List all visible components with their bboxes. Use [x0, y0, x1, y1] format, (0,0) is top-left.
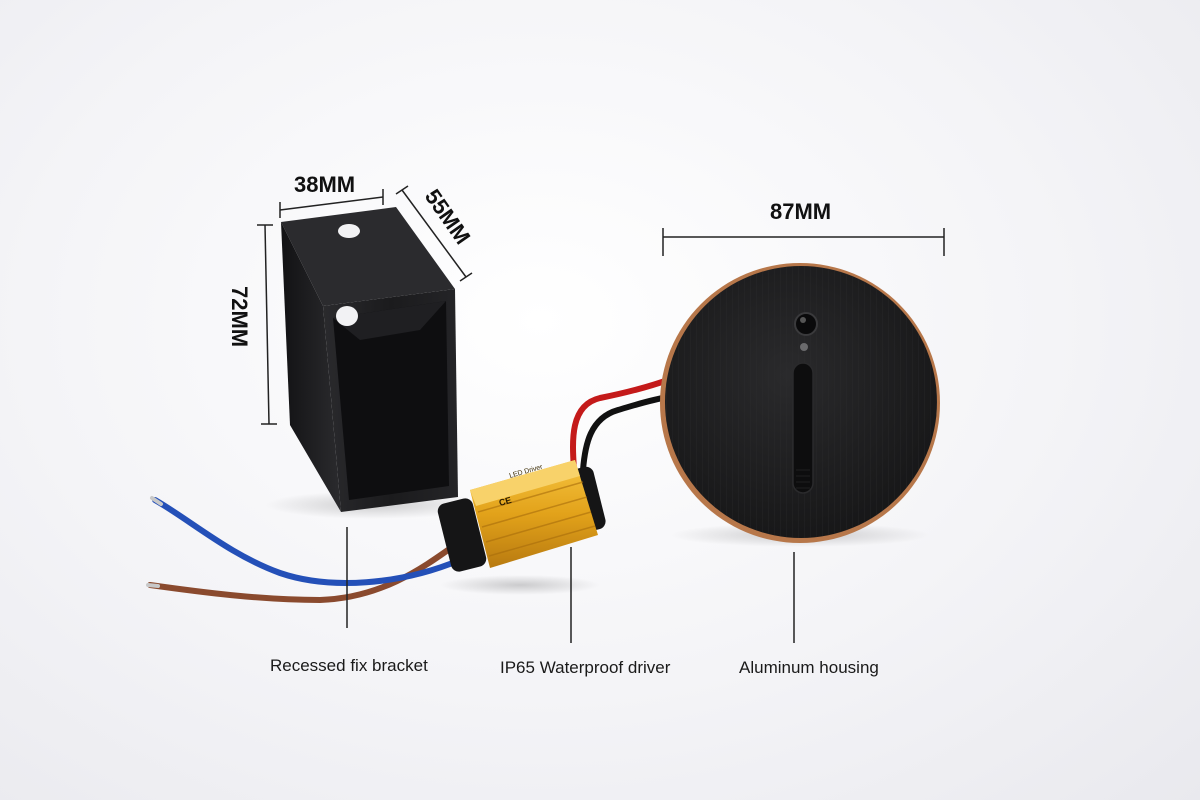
aluminum-housing — [660, 263, 940, 547]
bracket-top-hole — [338, 224, 360, 238]
dimension-38mm-label: 38MM — [294, 172, 355, 197]
caption-recessed-fix-bracket: Recessed fix bracket — [270, 656, 428, 675]
bracket-side-hole — [336, 306, 358, 326]
output-wires — [570, 377, 671, 473]
dimension-87mm: 87MM — [662, 199, 945, 256]
led-driver: LED Driver CE — [437, 460, 606, 595]
dimension-38mm: 38MM — [279, 172, 384, 218]
recessed-fix-bracket — [265, 207, 485, 519]
caption-aluminum-housing: Aluminum housing — [739, 658, 879, 677]
light-slot — [792, 362, 814, 494]
light-sensor-icon — [800, 343, 808, 351]
input-wires — [146, 496, 463, 604]
dimension-87mm-label: 87MM — [770, 199, 831, 224]
dimension-55mm-label: 55MM — [420, 185, 476, 249]
dimension-72mm-label: 72MM — [227, 286, 252, 347]
driver-ce-mark: CE — [498, 495, 513, 508]
caption-waterproof-driver: IP65 Waterproof driver — [500, 658, 671, 677]
dimension-72mm: 72MM — [227, 224, 277, 425]
motion-sensor-icon — [794, 312, 818, 336]
